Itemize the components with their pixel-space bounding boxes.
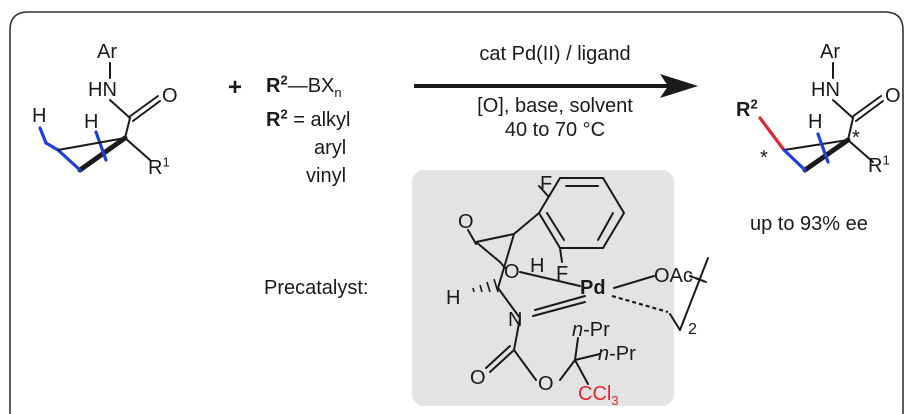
sm-hn-label: HN [88,79,117,101]
product-bonds [783,62,884,163]
sm-h-mid-label: H [84,111,99,133]
precatalyst-f-top: F [540,173,553,195]
product-stereo-star-left: * [760,147,768,169]
reagent-vinyl: vinyl [306,165,347,187]
product-o-label: O [885,85,901,107]
sm-ar-label: Ar [97,41,117,63]
scheme-frame [9,11,904,414]
reagent-aryl: aryl [314,137,347,159]
precatalyst-f-bottom: F [556,263,569,285]
precatalyst-npr-1: n-Pr [572,319,610,341]
product-blue-bond-a [782,148,807,172]
precatalyst-dashed-oac [689,274,707,284]
reaction-arrow [414,74,698,98]
precatalyst-h-alpha: H [446,287,461,309]
product-ee-note: up to 93% ee [750,213,868,235]
starting-material-blue-bond-left2 [56,148,82,172]
precatalyst-pd: Pd [580,277,606,299]
product-r1-label: R1 [868,152,890,177]
precatalyst-oac: OAc [654,265,693,287]
sm-r1-label: R1 [148,154,170,179]
conditions-temperature: 40 to 70 °C [504,119,606,141]
reagent-r2-definition: R2 = alkyl [266,106,351,131]
precatalyst-o-carbonyl: O [470,367,486,389]
precatalyst-o-ring: O [504,261,520,283]
precatalyst-label: Precatalyst: [264,277,369,299]
precatalyst-hash-wedge [472,278,499,293]
precatalyst-npr-2: n-Pr [598,343,636,365]
precatalyst-h-ring: H [530,255,545,277]
precatalyst-o-ester: O [538,373,554,395]
product-ar-label: Ar [820,41,840,63]
starting-material-blue-bond-left [44,141,60,152]
precatalyst-dimer-subscript: 2 [688,321,697,338]
conditions-catalyst: cat Pd(II) / ligand [479,43,631,65]
product-blue-bond-b [816,132,830,164]
plus-sign: + [228,74,243,101]
starting-material-h-bond [38,126,48,145]
precatalyst-n: N [508,309,523,331]
product-stereo-star-right: * [852,127,860,149]
reagent-formula: R2—BXn [266,72,342,100]
precatalyst-panel [412,170,674,406]
precatalyst-dashed-bond [611,294,669,314]
precatalyst-bonds [467,177,709,385]
product-r2-label: R2 [736,96,758,121]
conditions-reagents: [O], base, solvent [477,95,633,117]
precatalyst-ccl3: CCl3 [578,383,619,408]
product-h-label: H [808,111,823,133]
starting-material-ring-bond [57,137,126,151]
sm-h-left-label: H [32,105,47,127]
precatalyst-o-top: O [458,211,474,233]
product-red-bond [758,116,786,152]
product-hn-label: HN [811,79,840,101]
sm-o-label: O [162,85,178,107]
starting-material-blue-bond-right [94,130,108,162]
